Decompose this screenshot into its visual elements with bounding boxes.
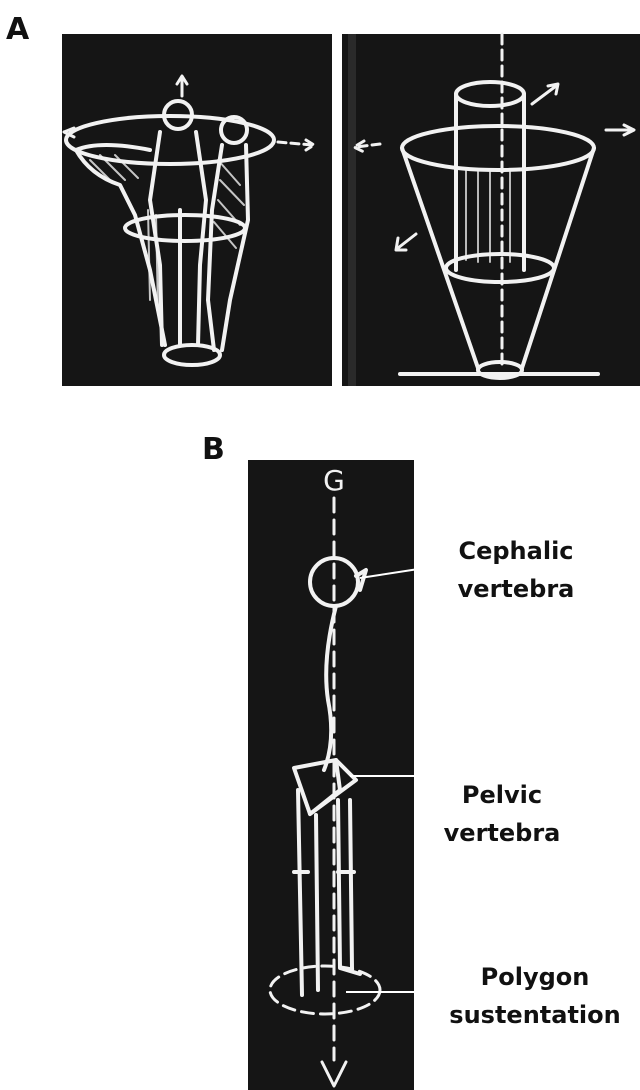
pelvic-line2: vertebra: [418, 814, 586, 852]
cephalic-line2: vertebra: [432, 570, 600, 608]
cephalic-line1: Cephalic: [432, 532, 600, 570]
axis-g-label: G: [323, 464, 345, 497]
cephalic-vertebra-label: Cephalic vertebra: [432, 532, 600, 608]
polygon-line2: sustentation: [440, 996, 630, 1034]
panel-a-left-sketch: [62, 34, 332, 386]
panel-a-right-sketch: [342, 34, 640, 386]
pelvic-line1: Pelvic: [418, 776, 586, 814]
polygon-sustentation-label: Polygon sustentation: [440, 958, 630, 1034]
pelvic-vertebra-label: Pelvic vertebra: [418, 776, 586, 852]
polygon-line1: Polygon: [440, 958, 630, 996]
